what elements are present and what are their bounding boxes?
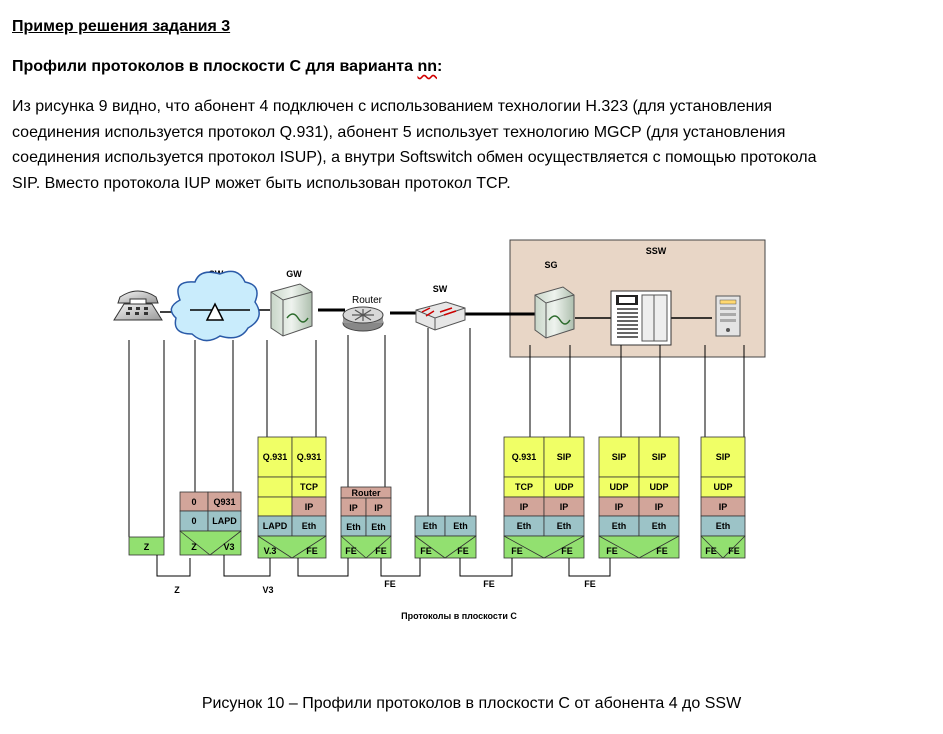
stack-phone: Z	[128, 536, 165, 556]
stack-sw-r2a: 0	[191, 516, 196, 526]
stack-gw-tcp: TCP	[300, 482, 318, 492]
stack-sw2-phys-l: FE	[420, 546, 432, 556]
stack-sg-ip2: IP	[560, 502, 569, 512]
paragraph-line-3: соединения используется протокол ISUP), …	[12, 149, 817, 166]
sg-label: SG	[544, 260, 557, 270]
subheading: Профили протоколов в плоскости С для вар…	[12, 58, 442, 76]
stack-sg-phys-l: FE	[511, 546, 523, 556]
link-label-v3: V3	[262, 585, 273, 595]
stack-ssw1-phys-r: FE	[656, 546, 668, 556]
stack-gw-phys-r: FE	[306, 546, 318, 556]
stack-ssw2-ip: IP	[719, 502, 728, 512]
stack-ssw1-phys-l: FE	[606, 546, 618, 556]
stack-ssw1-ip1: IP	[615, 502, 624, 512]
stack-sw2-eth1: Eth	[423, 521, 438, 531]
stack-connectors	[156, 555, 611, 577]
stack-router-title: Router	[352, 488, 381, 498]
stack-gw: Q.931 Q.931 TCP IP LAPD Eth V.3 FE	[257, 436, 327, 559]
figure-caption: Рисунок 10 – Профили протоколов в плоско…	[201, 695, 742, 712]
stack-sw: 0 Q931 0 LAPD Z V3	[179, 491, 242, 556]
subheading-suffix: :	[436, 58, 443, 75]
stack-sw2: Eth Eth FE FE	[414, 515, 477, 559]
ssw-label: SSW	[646, 246, 667, 256]
link-label-fe1: FE	[384, 579, 396, 589]
stack-router-eth2: Eth	[371, 522, 386, 532]
stack-sw2-phys-r: FE	[457, 546, 469, 556]
stack-ssw1: SIP SIP UDP UDP IP IP Eth Eth FE FE	[598, 436, 680, 559]
paragraph-line-1: Из рисунка 9 видно, что абонент 4 подклю…	[12, 98, 773, 115]
stack-gw-q1: Q.931	[263, 452, 288, 462]
stack-sg-phys-r: FE	[561, 546, 573, 556]
stack-ssw1-eth1: Eth	[612, 521, 627, 531]
drop-lines	[128, 328, 745, 537]
stack-gw-phys-l: V.3	[264, 546, 277, 556]
stack-phone-z: Z	[144, 542, 150, 552]
switch-icon	[415, 301, 466, 331]
link-label-fe3: FE	[584, 579, 596, 589]
stack-sg-udp: UDP	[554, 482, 573, 492]
stack-ssw2-phys-l: FE	[705, 546, 717, 556]
paragraph-line-4: SIP. Вместо протокола IUP может быть исп…	[12, 174, 511, 192]
stack-sg-eth2: Eth	[557, 521, 572, 531]
paragraph-line-2: соединения используется протокол Q.931),…	[12, 123, 786, 141]
heading: Пример решения задания 3	[12, 18, 231, 35]
router-label: Router	[352, 295, 383, 306]
stack-sg-sip: SIP	[557, 452, 572, 462]
stack-sg: Q.931 SIP TCP UDP IP IP Eth Eth FE FE	[503, 436, 585, 559]
stack-router-ip1: IP	[349, 503, 358, 513]
stack-sg-ip1: IP	[520, 502, 529, 512]
stack-ssw2-phys-r: FE	[728, 546, 740, 556]
stack-sw2-eth2: Eth	[453, 521, 468, 531]
stack-gw-q2: Q.931	[297, 452, 322, 462]
stack-router-ip2: IP	[374, 503, 383, 513]
description-paragraph: Из рисунка 9 видно, что абонент 4 подклю…	[12, 94, 912, 196]
stack-router-phys-l: FE	[345, 546, 357, 556]
stack-ssw2: SIP UDP IP Eth FE FE	[700, 436, 746, 559]
network-cloud-icon	[170, 270, 260, 342]
stack-ssw1-udp1: UDP	[609, 482, 628, 492]
stack-ssw1-sip1: SIP	[612, 452, 627, 462]
link-label-z: Z	[174, 585, 180, 595]
gateway-icon	[270, 283, 313, 337]
stack-ssw1-sip2: SIP	[652, 452, 667, 462]
stack-router-eth1: Eth	[346, 522, 361, 532]
link-label-fe2: FE	[483, 579, 495, 589]
signaling-gateway-icon	[534, 286, 575, 339]
stack-sw-r2b: LAPD	[212, 516, 237, 526]
gw-label: GW	[286, 269, 302, 279]
stack-gw-eth: Eth	[302, 521, 317, 531]
stack-sg-q: Q.931	[512, 452, 537, 462]
subheading-prefix: Профили протоколов в плоскости С для вар…	[12, 58, 418, 75]
plane-title: Протоколы в плоскости С	[401, 611, 517, 621]
stack-sw-phys-l: Z	[191, 542, 197, 552]
router-icon	[342, 306, 384, 332]
sw2-label: SW	[433, 284, 448, 294]
stack-gw-lapd: LAPD	[263, 521, 288, 531]
stack-gw-ip: IP	[305, 502, 314, 512]
phone-icon	[113, 290, 163, 321]
stack-sw-r1a: 0	[191, 497, 196, 507]
stack-ssw1-eth2: Eth	[652, 521, 667, 531]
softswitch-cabinet-icon	[610, 290, 672, 346]
stack-sg-tcp: TCP	[515, 482, 533, 492]
stack-router-phys-r: FE	[375, 546, 387, 556]
stack-ssw2-sip: SIP	[716, 452, 731, 462]
stack-ssw1-udp2: UDP	[649, 482, 668, 492]
server-tower-icon	[715, 295, 741, 337]
stack-router: Router IP IP Eth Eth FE FE	[340, 486, 392, 559]
stack-sw-r1b: Q931	[213, 497, 235, 507]
variant-placeholder: nn	[417, 58, 437, 75]
stack-sw-phys-r: V3	[223, 542, 234, 552]
stack-sg-eth1: Eth	[517, 521, 532, 531]
stack-ssw1-ip2: IP	[655, 502, 664, 512]
stack-ssw2-udp: UDP	[713, 482, 732, 492]
stack-ssw2-eth: Eth	[716, 521, 731, 531]
